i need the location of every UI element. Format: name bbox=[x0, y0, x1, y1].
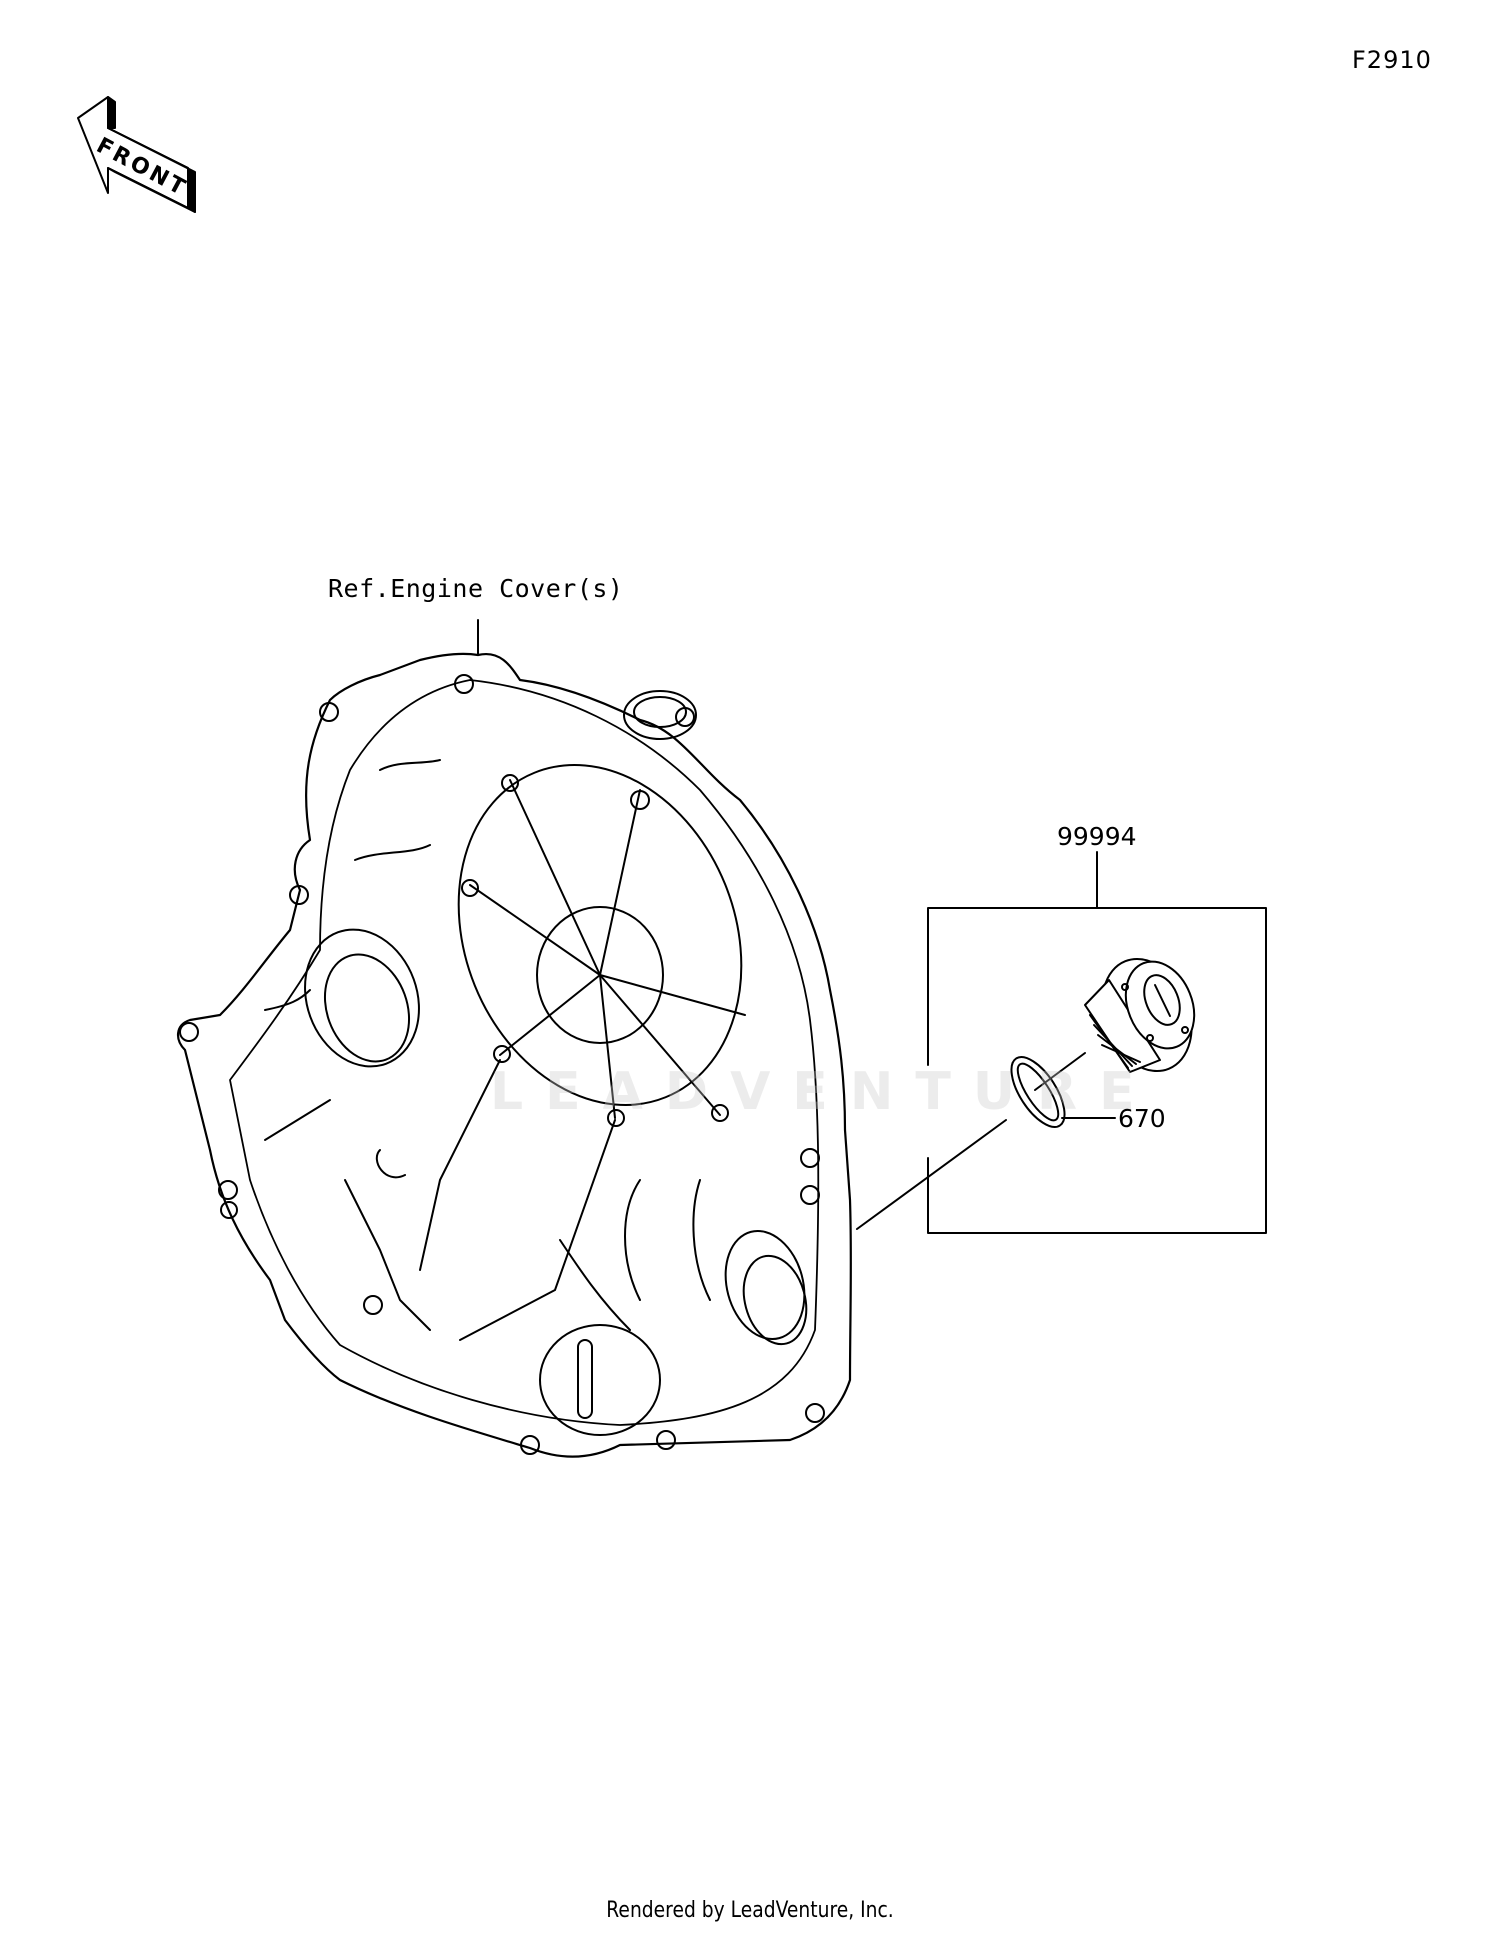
o-ring-icon bbox=[1001, 1049, 1075, 1136]
front-arrow-icon: FRONT bbox=[78, 97, 195, 212]
engine-cover bbox=[178, 654, 851, 1457]
figure-number: F2910 bbox=[1352, 46, 1432, 74]
part-number-670[interactable]: 670 bbox=[1118, 1104, 1166, 1133]
assembly-leader bbox=[857, 1120, 1006, 1229]
oil-plug-icon bbox=[1085, 945, 1208, 1084]
footer-credit: Rendered by LeadVenture, Inc. bbox=[606, 1898, 894, 1923]
assembly-box bbox=[928, 852, 1266, 1233]
watermark: LEADVENTURE bbox=[490, 1062, 1157, 1122]
plug-axis-line bbox=[1035, 1053, 1085, 1090]
part-number-99994[interactable]: 99994 bbox=[1057, 822, 1137, 851]
reference-label: Ref.Engine Cover(s) bbox=[328, 574, 624, 603]
